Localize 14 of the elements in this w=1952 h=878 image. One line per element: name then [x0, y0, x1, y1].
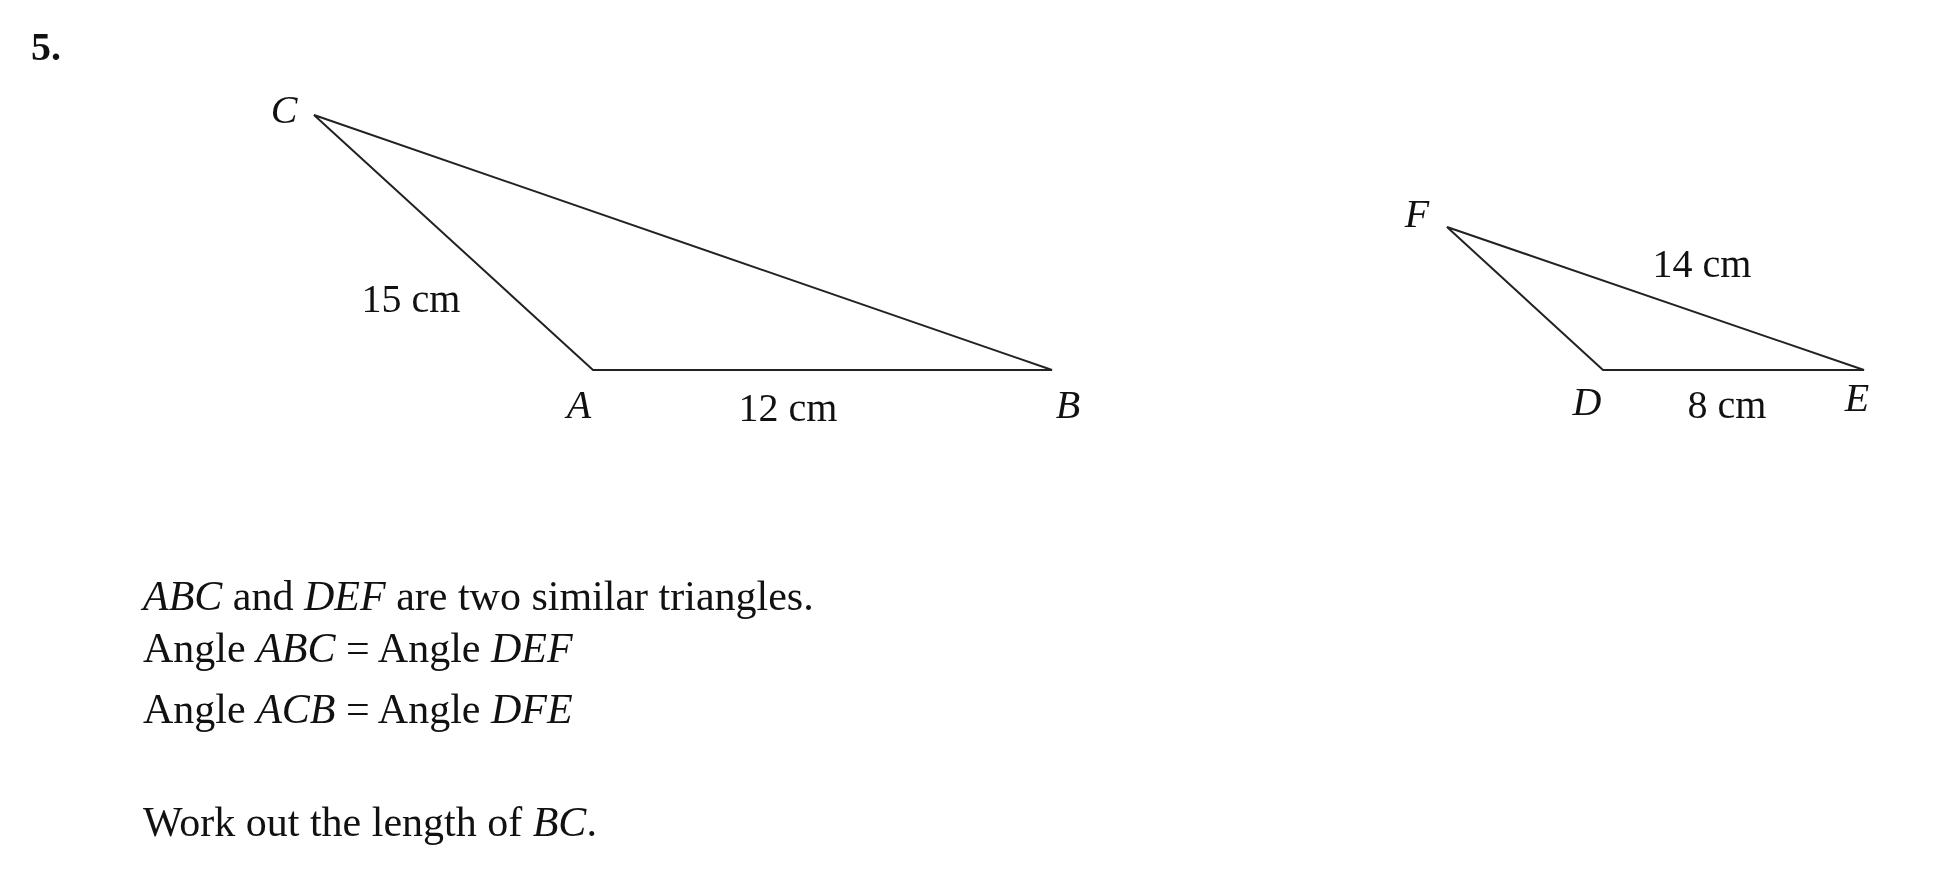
question-text: Work out the length of BC.	[143, 801, 597, 843]
question-text: Angle ABC = Angle DEF	[143, 627, 573, 669]
question-number: 5.	[31, 27, 61, 67]
vertex-label: A	[566, 385, 592, 425]
side-length: 8 cm	[1687, 385, 1767, 425]
vertex-label: E	[1844, 378, 1870, 418]
vertex-label: F	[1404, 194, 1430, 234]
vertex-label: B	[1055, 385, 1081, 425]
side-length: 15 cm	[361, 279, 461, 319]
vertex-label: D	[1572, 382, 1602, 422]
vertex-label: C	[270, 90, 298, 130]
side-length: 14 cm	[1652, 244, 1752, 284]
side-length: 12 cm	[738, 388, 838, 428]
question-text: Angle ACB = Angle DFE	[143, 688, 573, 730]
